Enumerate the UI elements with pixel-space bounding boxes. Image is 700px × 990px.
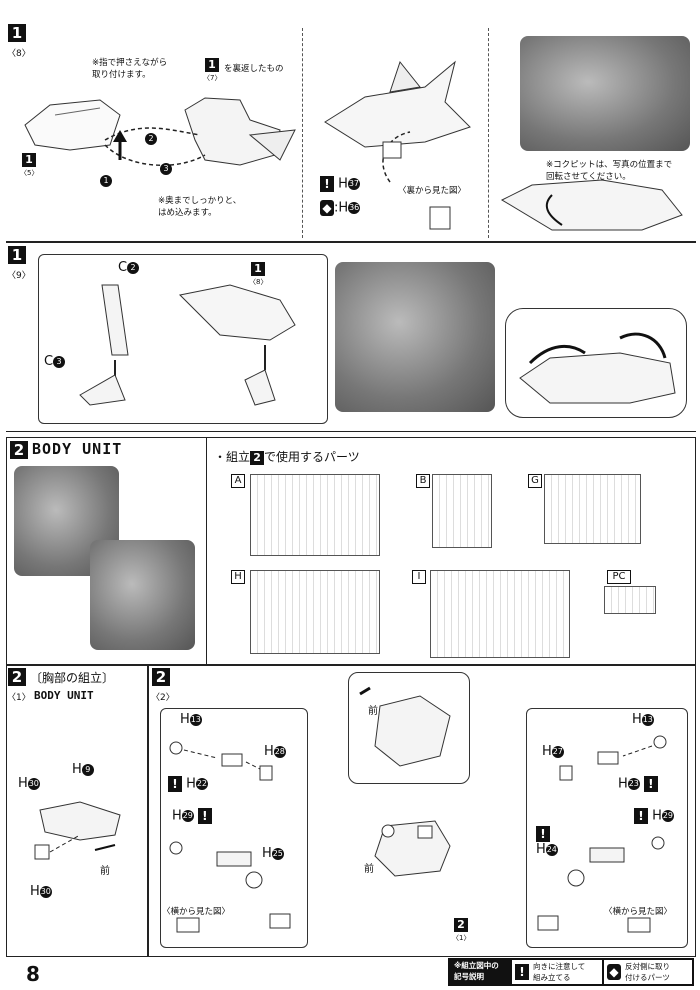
ref-left-substep: 〈5〉 — [20, 169, 39, 177]
ref-substep: 〈7〉 — [203, 74, 222, 82]
side-view-right: 〈横から見た図〉 — [604, 907, 673, 917]
seq-3: 3 — [160, 158, 172, 177]
mirror-icon: ◆ — [607, 964, 621, 980]
runner-label-h: H — [231, 570, 245, 584]
runner-i — [430, 570, 570, 658]
step-number: 1 — [8, 246, 26, 264]
stand-photo — [335, 262, 495, 412]
step-number: 1 — [8, 24, 26, 42]
part-h30-bottom: H30 — [30, 884, 52, 899]
cockpit-photo — [520, 36, 690, 151]
left-subassembly-frame — [160, 708, 308, 948]
seq-2: 2 — [145, 128, 157, 147]
ref-left-step: 1 — [22, 153, 36, 167]
step-number: 2 — [10, 441, 28, 459]
step-title-jp: 〔胸部の組立〕 — [30, 671, 115, 685]
runner-b — [432, 474, 492, 548]
note-push-in: ※奥までしっかりと、 はめ込みます。 — [158, 196, 242, 218]
step1-8-illustration-mid — [324, 60, 471, 230]
cockpit-rotate-illustration — [500, 179, 683, 231]
part-h30-top: H30 — [18, 776, 40, 791]
part-h13-right: H13 — [632, 712, 654, 727]
cockpit-rotate-frame — [505, 308, 687, 418]
part-h24-right: !H24 — [536, 826, 558, 857]
runner-pc — [604, 586, 656, 614]
runner-a — [250, 474, 380, 556]
cockpit-note: ※コクピットは、写真の位置まで 回転させてください。 — [546, 160, 673, 182]
runner-label-i: I — [412, 570, 426, 584]
step1-9-inner-frame — [38, 254, 328, 424]
part-h13-left: H13 — [180, 712, 202, 727]
part-h28-left: H28 — [264, 744, 286, 759]
left-subassembly-illustration — [169, 741, 291, 933]
part-h29-left: H29 ! — [172, 808, 212, 824]
step1-9-panel — [6, 242, 696, 432]
step2-divider — [206, 437, 207, 665]
step2-parts-panel — [6, 437, 696, 665]
substep-label: 〈2〉 — [151, 693, 175, 703]
center-assembly-illustration — [359, 686, 451, 877]
runner-label-pc: PC — [607, 570, 631, 584]
note-press-finger: ※指で押さえながら 取り付けます。 — [92, 58, 168, 80]
runner-label-g: G — [528, 474, 542, 488]
substep-label: 〈1〉 — [7, 693, 31, 703]
part-h25-left: H25 — [262, 846, 284, 861]
part-h29-right: ! H29 — [634, 808, 674, 824]
ref-substep: 〈8〉 — [249, 278, 268, 286]
right-subassembly-illustration — [537, 735, 667, 933]
ref-substep: 〈1〉 — [452, 934, 471, 942]
mirror-icon: ◆ — [320, 200, 334, 216]
part-h27-right: H27 — [542, 744, 564, 759]
right-subassembly-frame — [526, 708, 688, 948]
legend-warn-text: 向きに注意して 組み立てる — [533, 962, 586, 982]
ref-text: を裏返したもの — [224, 64, 284, 74]
body-photo-2 — [90, 540, 195, 650]
step-number: 2 — [8, 668, 26, 686]
step-number: 2 — [152, 668, 170, 686]
runner-label-a: A — [231, 474, 245, 488]
part-h37: ! H37 — [320, 176, 360, 192]
substep-label: 〈8〉 — [7, 49, 31, 59]
runner-label-b: B — [416, 474, 430, 488]
seq-1: 1 — [100, 170, 112, 189]
view-from-back: 〈裏から見た図〉 — [398, 186, 467, 196]
front-label-bottom: 前 — [364, 864, 374, 875]
step-title: BODY UNIT — [32, 440, 123, 458]
divider-2 — [488, 28, 490, 238]
step2-1-panel — [6, 665, 148, 957]
ref-step: 2 — [454, 918, 468, 932]
legend-title: ※組立図中の 記号説明 — [454, 961, 499, 981]
front-label: 前 — [100, 866, 110, 877]
step1-8-panel — [6, 24, 696, 242]
part-h23-right: H23 ! — [618, 776, 658, 792]
ref-step: 1 — [205, 58, 219, 72]
step2-1-illustration — [34, 801, 121, 860]
runner-g — [544, 474, 641, 544]
step1-8-illustration-left — [24, 97, 296, 166]
warning-icon: ! — [320, 176, 334, 192]
warning-icon: ! — [515, 964, 529, 980]
runner-h — [250, 570, 380, 654]
part-h22-left: ! H22 — [168, 776, 208, 792]
step2-2-panel — [148, 665, 696, 957]
substep-label: 〈9〉 — [7, 271, 31, 281]
center-detail-frame — [348, 672, 470, 784]
ref-step: 1 — [251, 262, 265, 276]
page-number: 8 — [26, 962, 40, 986]
side-view-left: 〈横から見た図〉 — [162, 907, 231, 917]
cockpit-rotate-arrows — [519, 332, 676, 404]
legend-mirror-text: 反対側に取り 付けるパーツ — [625, 962, 670, 982]
step-title: BODY UNIT — [34, 689, 94, 702]
divider-1 — [302, 28, 304, 238]
stand-illustration — [79, 284, 296, 406]
part-h36: ◆:H36 — [320, 200, 361, 216]
front-label-top: 前 — [368, 706, 378, 717]
